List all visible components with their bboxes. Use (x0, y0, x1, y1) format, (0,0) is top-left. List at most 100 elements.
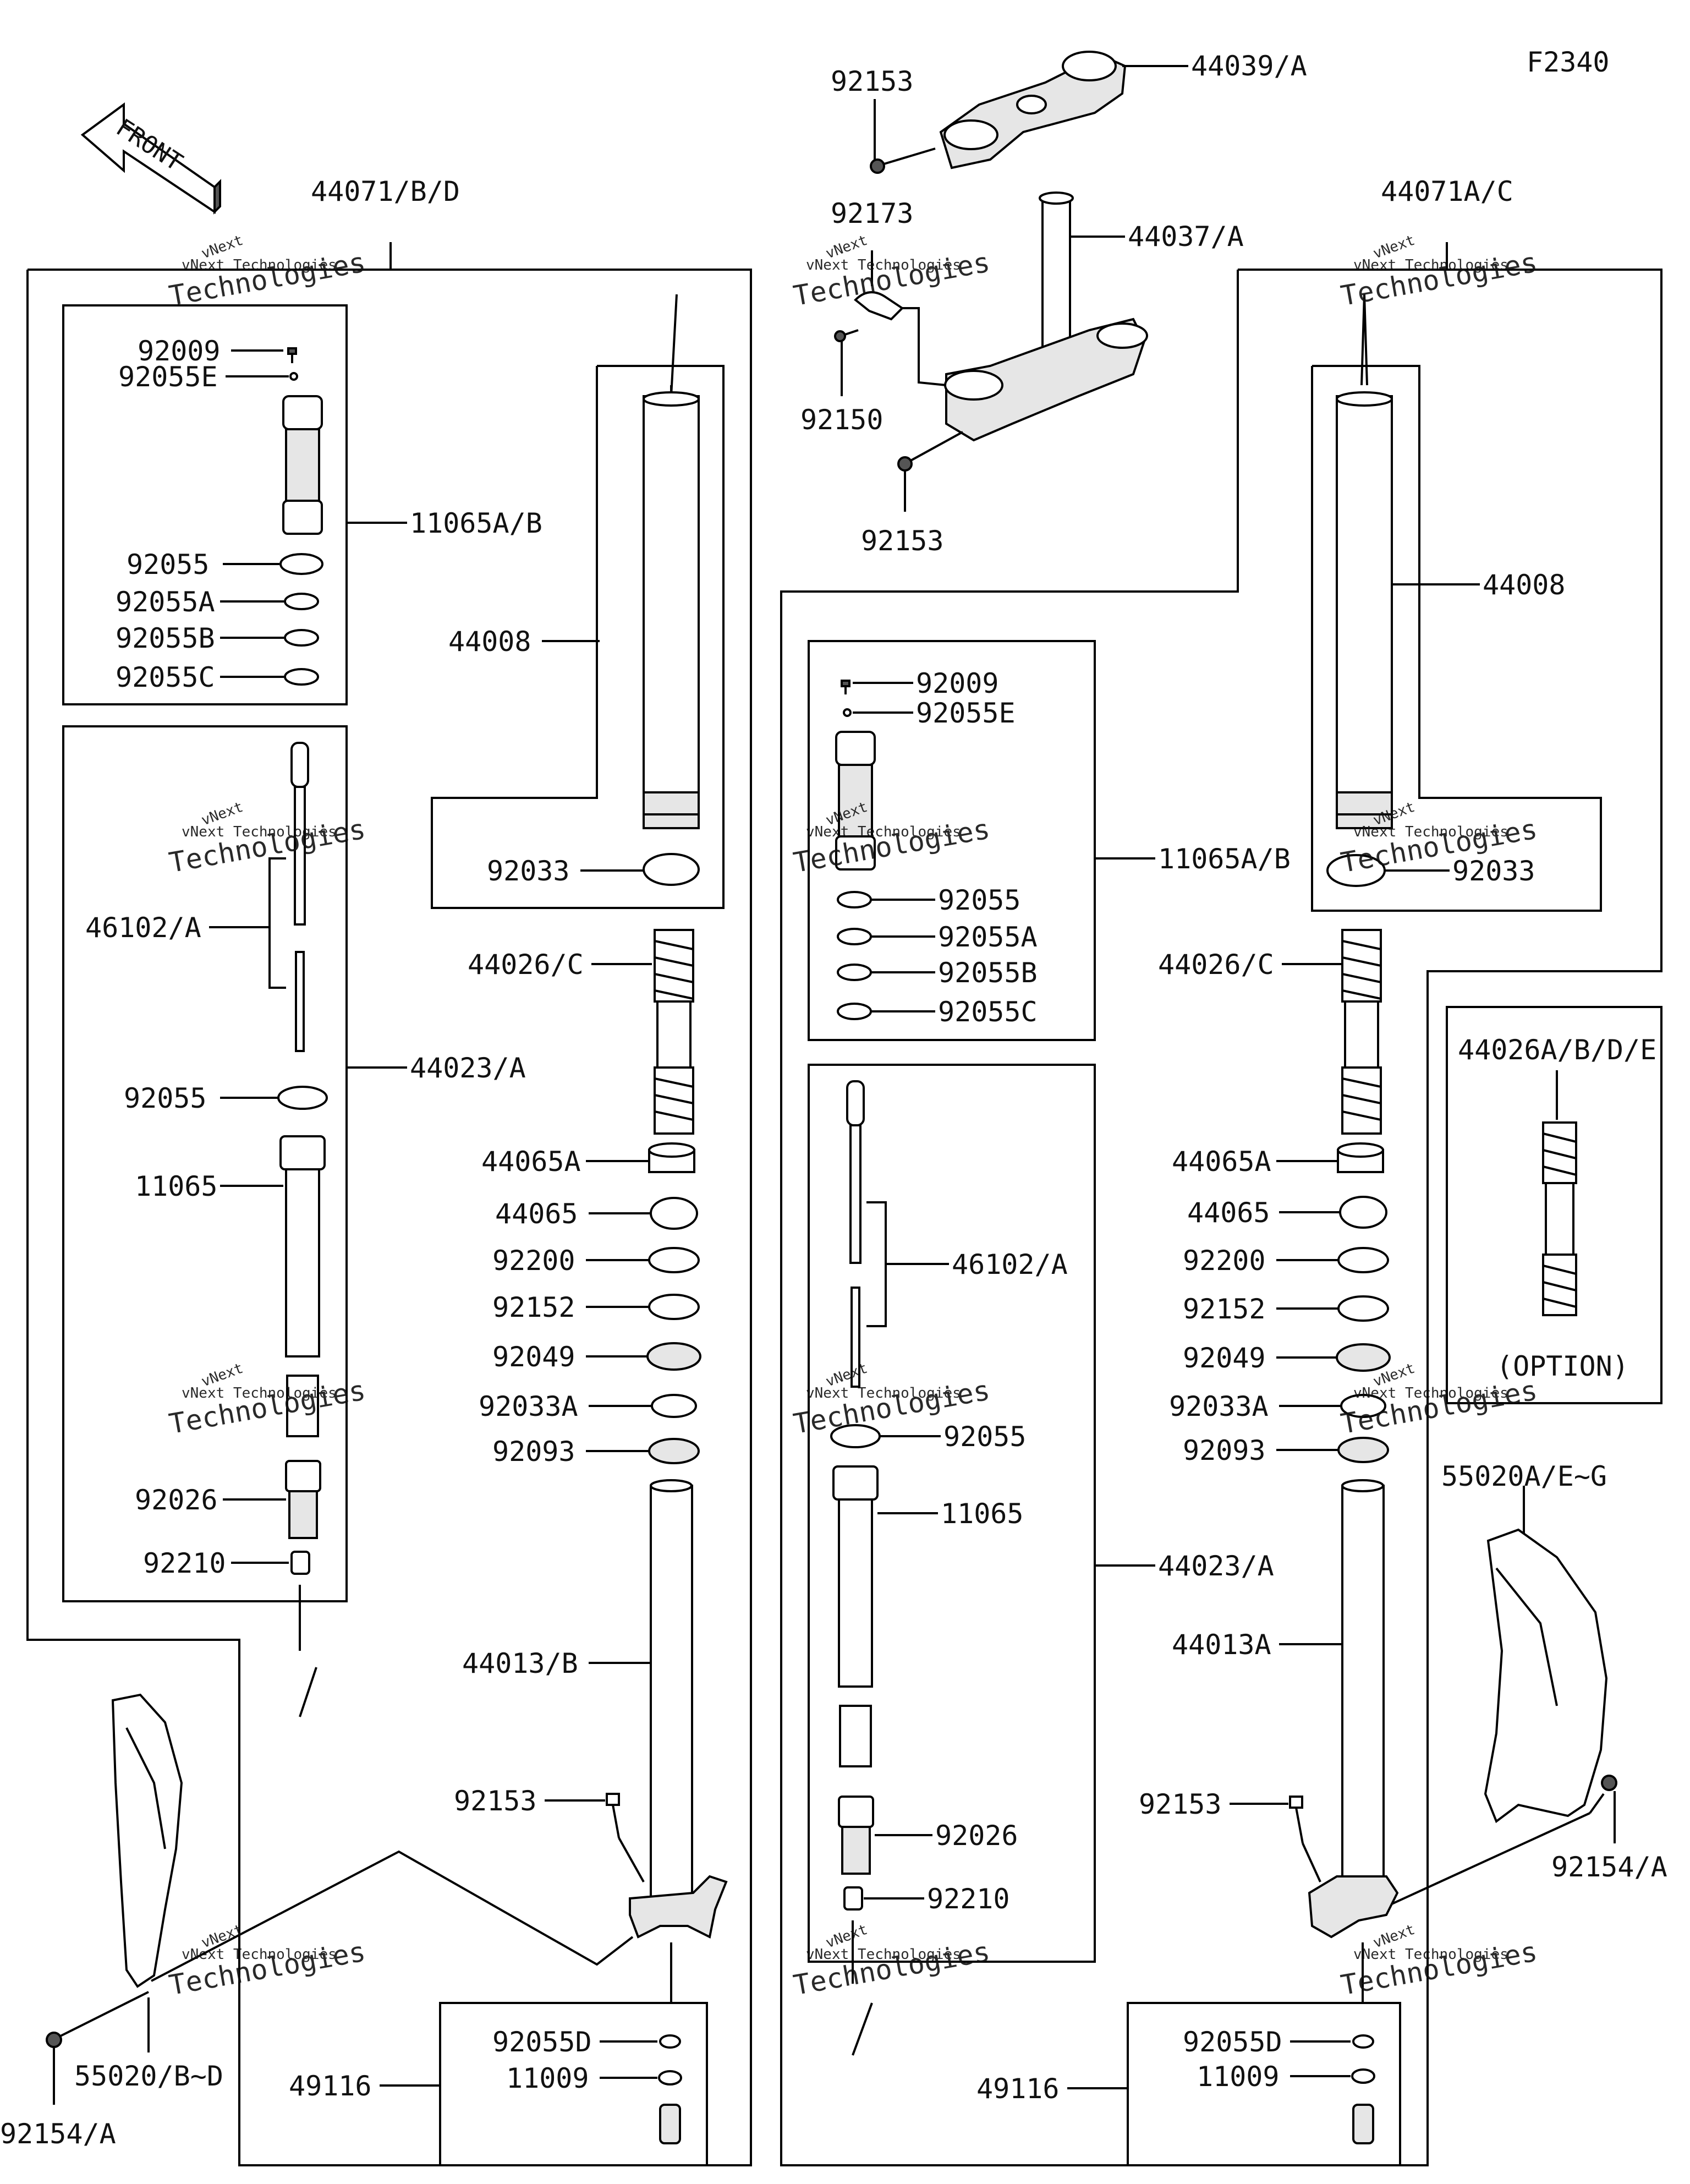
right-valve-assembly (835, 731, 876, 871)
svg-text:Technologies: Technologies (1338, 246, 1540, 312)
left-11009-gasket (658, 2070, 682, 2086)
label-r-92055A: 92055A (938, 921, 1038, 953)
label-r-44008: 44008 (1483, 569, 1566, 601)
left-55020-fork-guard (111, 1693, 183, 1988)
label-l-44013: 44013/B (462, 1647, 578, 1679)
label-l-55020: 55020/B~D (74, 2060, 223, 2092)
label-r-92026: 92026 (935, 1820, 1018, 1852)
label-l-92055E: 92055E (118, 361, 218, 393)
label-r-92093: 92093 (1183, 1435, 1266, 1466)
left-cartridge-box (62, 725, 348, 1602)
label-l-11009: 11009 (506, 2062, 589, 2094)
right-44008-outer-tube (1336, 391, 1393, 829)
label-l-92026: 92026 (135, 1484, 218, 1516)
left-92033-ring (643, 853, 700, 886)
left-92153-bolt (606, 1793, 620, 1838)
right-92055-oring (837, 891, 872, 908)
svg-text:vNext Technologies: vNext Technologies (182, 257, 337, 273)
left-bottom-box (439, 2002, 708, 2166)
right-92009-screw (841, 680, 851, 694)
figure-code: F2340 (1527, 46, 1610, 78)
right-92055C-oring (837, 1003, 872, 1020)
label-l-11065AB: 11065A/B (410, 507, 542, 539)
right-92055-oring-2 (830, 1424, 881, 1448)
label-l-92033: 92033 (487, 855, 570, 887)
left-assembly-outline (26, 269, 752, 2166)
upper-triple-clamp (939, 51, 1127, 169)
label-r-92009: 92009 (916, 667, 999, 699)
svg-text:vNext Technologies: vNext Technologies (806, 1946, 961, 1963)
label-l-92049: 92049 (492, 1341, 575, 1373)
label-l-44065A: 44065A (481, 1146, 581, 1178)
right-44065A-bushing (1337, 1142, 1384, 1173)
label-r-92153: 92153 (1139, 1788, 1222, 1820)
right-92154-bolt (1601, 1775, 1617, 1791)
label-l-46102: 46102/A (85, 912, 201, 944)
left-92026-valve (285, 1460, 321, 1539)
right-44013-inner-tube (1308, 1479, 1399, 1939)
svg-text:Technologies: Technologies (167, 246, 368, 312)
right-11009-gasket (1351, 2068, 1375, 2084)
label-r-44023: 44023/A (1158, 1550, 1274, 1582)
right-92210-nut (843, 1886, 863, 1911)
left-92049-seal (646, 1342, 701, 1371)
label-r-55020: 55020A/E~G (1441, 1460, 1607, 1492)
label-r-11065: 11065 (941, 1498, 1024, 1530)
right-92055D-oring (1352, 2034, 1374, 2049)
left-assembly-label: 44071/B/D (311, 176, 460, 207)
right-92055E-oring (843, 708, 852, 717)
right-outer-tube-box (1311, 365, 1602, 912)
svg-text:vNext Technologies: vNext Technologies (806, 257, 961, 273)
label-stem: 44037/A (1128, 221, 1244, 253)
label-r-92154: 92154/A (1551, 1851, 1667, 1883)
left-92009-screw (287, 347, 297, 363)
right-49116-bolt (1352, 2104, 1374, 2144)
right-44065-bushing (1339, 1196, 1387, 1229)
label-opt-text: (OPTION) (1496, 1350, 1629, 1382)
left-92055B-oring (284, 629, 319, 647)
svg-text:vNext Technologies: vNext Technologies (182, 1385, 337, 1402)
right-92055B-oring (837, 964, 872, 981)
label-l-11065: 11065 (135, 1170, 218, 1202)
label-r-44065: 44065 (1187, 1197, 1270, 1229)
left-92154-bolt (46, 2032, 62, 2048)
label-l-44008: 44008 (448, 626, 531, 658)
label-top-clamp: 44039/A (1191, 50, 1307, 82)
svg-text:vNext Technologies: vNext Technologies (182, 824, 337, 840)
lower-clamp-bolt (897, 431, 963, 472)
label-top-bolt: 92153 (831, 65, 914, 97)
svg-text:vNext Technologies: vNext Technologies (1353, 1385, 1508, 1402)
label-l-49116: 49116 (289, 2070, 372, 2102)
label-r-92055D: 92055D (1183, 2026, 1282, 2058)
right-92200-washer (1337, 1247, 1389, 1273)
svg-text:Technologies: Technologies (791, 813, 992, 879)
label-r-92055E: 92055E (916, 697, 1016, 729)
label-r-92055-2: 92055 (943, 1421, 1027, 1453)
label-l-92154: 92154/A (0, 2118, 116, 2150)
svg-text:Technologies: Technologies (1338, 1374, 1540, 1440)
left-92055A-oring (284, 593, 319, 610)
left-cap-box (62, 304, 348, 705)
label-l-92055C: 92055C (116, 661, 215, 693)
label-r-92033A: 92033A (1169, 1391, 1269, 1422)
svg-text:vNext Technologies: vNext Technologies (806, 1385, 961, 1402)
left-92055-oring-2 (277, 1086, 328, 1110)
svg-text:Technologies: Technologies (167, 1935, 368, 2001)
left-44008-outer-tube (643, 391, 700, 829)
left-44013-inner-tube (629, 1479, 728, 1939)
label-r-92210: 92210 (927, 1883, 1010, 1915)
label-r-92152: 92152 (1183, 1293, 1266, 1325)
label-clamp: 92173 (831, 198, 914, 229)
left-92055D-oring (659, 2034, 681, 2049)
label-r-92200: 92200 (1183, 1245, 1266, 1277)
left-49116-bolt (659, 2104, 681, 2144)
option-44026-spring (1542, 1121, 1577, 1316)
left-11065-cylinder (279, 1135, 326, 1437)
label-l-92210: 92210 (143, 1547, 226, 1579)
label-l-44026: 44026/C (468, 949, 584, 981)
label-r-92055: 92055 (938, 884, 1021, 916)
label-r-11065AB: 11065A/B (1158, 843, 1291, 875)
label-l-92152: 92152 (492, 1291, 575, 1323)
right-92152-ring (1337, 1295, 1389, 1322)
